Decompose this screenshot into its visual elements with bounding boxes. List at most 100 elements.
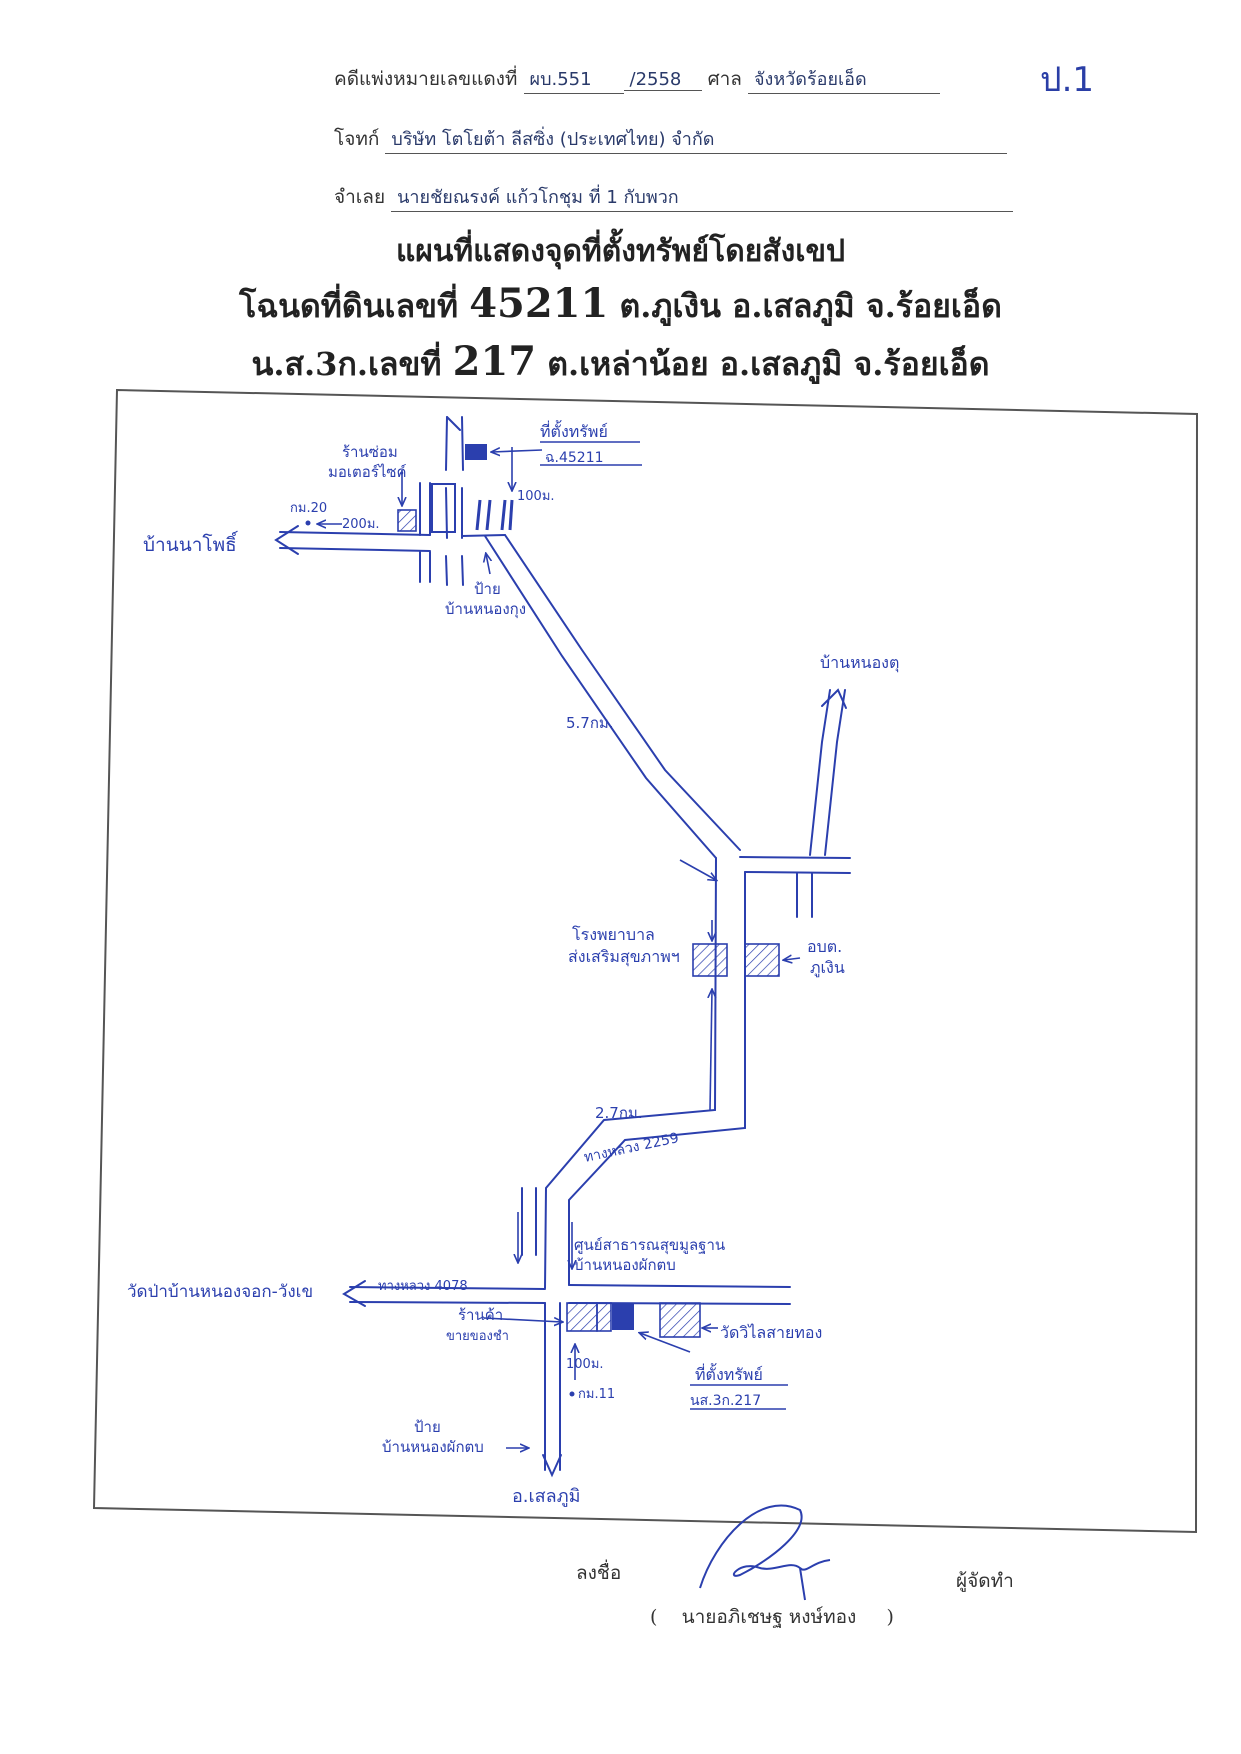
ns3k-number: 217 (452, 338, 537, 385)
ban-na-pho-label: บ้านนาโพธิ์ (143, 530, 239, 556)
hospital-label-1: โรงพยาบาล (572, 925, 655, 944)
obt-label-2: ภูเงิน (810, 958, 845, 978)
property-1-pointer (492, 450, 543, 452)
moto-shop-label-2: มอเตอร์ไซค์ (328, 463, 407, 481)
obt-marker (744, 943, 780, 977)
deed-number: 45211 (469, 280, 609, 327)
health-center-marker (596, 1302, 612, 1332)
case-year: /2558 (623, 69, 702, 91)
nong-tu-road-east (824, 689, 846, 856)
health-center-label-2: บ้านหนองผักตบ (574, 1256, 676, 1274)
sign-phak-label-2: บ้านหนองผักตบ (382, 1438, 484, 1456)
nong-tu-road-west (809, 689, 831, 856)
dist-200-label: 200ม. (342, 517, 380, 532)
dist-5-7-label: 5.7กม. (566, 714, 614, 732)
dist-100-bottom-label: 100ม. (566, 1357, 604, 1372)
wat-wilai-label: วัดวิไลสายทอง (720, 1323, 822, 1342)
na-pho-road-north (279, 531, 431, 536)
junction-road-north (739, 856, 851, 859)
nong-tu-arrow (821, 688, 847, 709)
top-road-hook (446, 416, 461, 431)
hospital-marker (692, 943, 728, 977)
lower-left-road (521, 1187, 537, 1256)
health-center-label-1: ศูนย์สาธารณสุขมูลฐาน (574, 1236, 725, 1255)
case-number-line: คดีแพ่งหมายเลขแดงที่ ผบ.551/2558 ศาล จัง… (334, 64, 940, 94)
selaphum-arrow (542, 1454, 562, 1478)
small-building (431, 483, 456, 533)
shop-label-2: ขายของชำ (446, 1329, 509, 1344)
na-pho-arrow (274, 525, 299, 555)
property-2-id: นส.3ก.217 (690, 1393, 761, 1409)
sign-kung-label-1: ป้าย (474, 580, 501, 598)
shop-pointer (483, 1318, 562, 1322)
post-marks (475, 499, 514, 531)
plaintiff-label: โจทก์ (334, 128, 380, 150)
diagonal-road-west (484, 535, 717, 859)
dist-2-7-label: 2.7กม. (595, 1104, 643, 1122)
highway-2259-east (568, 871, 746, 1286)
property-2-marker (612, 1303, 634, 1330)
close-paren: ) (886, 1606, 894, 1628)
top-road-west-edge (445, 416, 448, 586)
moto-shop-label-1: ร้านซ่อม (342, 443, 398, 461)
obt-label-1: อบต. (807, 937, 842, 956)
east-road-north (568, 1284, 791, 1288)
km-20-label: กม.20 (290, 501, 327, 516)
sign-kung-pointer (486, 554, 490, 575)
ban-nong-tu-label: บ้านหนองตุ (820, 653, 899, 673)
defendant-name: นายชัยณรงค์ แก้วโกชุม ที่ 1 กับพวก (391, 182, 1014, 212)
open-paren: ( (650, 1606, 658, 1628)
property-2-label: ที่ตั้งทรัพย์ (695, 1363, 763, 1384)
shop-label-1: ร้านค้า (458, 1306, 503, 1324)
sign-phak-label-1: ป้าย (414, 1418, 441, 1436)
junction-stub (796, 872, 813, 918)
hospital-label-2: ส่งเสริมสุขภาพฯ (568, 947, 680, 967)
defendant-label: จำเลย (334, 186, 386, 208)
plaintiff-line: โจทก์ บริษัท โตโยต้า ลีสซิ่ง (ประเทศไทย)… (334, 124, 1008, 154)
property-1-label: ที่ตั้งทรัพย์ (540, 420, 608, 441)
sign-kung-label-2: บ้านหนองกุง (445, 600, 526, 619)
selaphum-label: อ.เสลภูมิ (512, 1486, 580, 1507)
plaintiff-name: บริษัท โตโยต้า ลีสซิ่ง (ประเทศไทย) จำกัด (385, 124, 1008, 154)
map-frame (92, 388, 1199, 1534)
deed-location: ต.ภูเงิน อ.เสลภูมิ จ.ร้อยเอ็ด (619, 287, 1002, 325)
top-road-east-edge (461, 416, 464, 586)
preparer-role: ผู้จัดทำ (956, 1570, 1014, 1592)
shop-marker (566, 1302, 598, 1332)
ns3k-location: ต.เหล่าน้อย อ.เสลภูมิ จ.ร้อยเอ็ด (547, 345, 990, 383)
na-pho-road-south (279, 547, 431, 552)
diagonal-road-east (504, 534, 741, 851)
property-2-pointer (640, 1333, 691, 1353)
wat-wilai-marker (659, 1302, 701, 1338)
obt-pointer (784, 958, 801, 960)
km-11-label: กม.11 (578, 1387, 615, 1402)
ns3k-prefix: น.ส.3ก.เลขที่ (251, 345, 442, 383)
highway-4078-north (349, 1286, 546, 1290)
case-number: ผบ.551 (523, 64, 624, 94)
moto-shop-marker (397, 509, 417, 532)
defendant-line: จำเลย นายชัยณรงค์ แก้วโกชุม ที่ 1 กับพวก (334, 182, 1014, 212)
preparer-name-line: ( นายอภิเชษฐ หงษ์ทอง ) (650, 1602, 894, 1632)
corner-mark: ป.1 (1040, 60, 1095, 100)
court-name: จังหวัดร้อยเอ็ด (747, 64, 940, 94)
dist-100-top-label: 100ม. (517, 489, 555, 504)
ns3k-line: น.ส.3ก.เลขที่ 217 ต.เหล่าน้อย อ.เสลภูมิ … (0, 338, 1241, 390)
highway-2259-west (544, 857, 717, 1289)
property-1-id: ฉ.45211 (545, 450, 604, 466)
map-title: แผนที่แสดงจุดที่ตั้งทรัพย์โดยสังเขป (395, 234, 846, 269)
court-label: ศาล (707, 68, 742, 90)
title-deed-line: โฉนดที่ดินเลขที่ 45211 ต.ภูเงิน อ.เสลภูม… (0, 280, 1241, 332)
signature-scribble (699, 1504, 831, 1601)
deed-prefix: โฉนดที่ดินเลขที่ (239, 287, 459, 325)
highway-2259-label: ทางหลวง 2259 (583, 1130, 681, 1166)
road-stub-west (419, 551, 431, 583)
highway-4078-south (349, 1301, 546, 1304)
dist-5-7-pointer (679, 859, 716, 880)
wat-nong-jok-label: วัดป่าบ้านหนองจอก-วังเข (127, 1282, 313, 1302)
highway-4078-label: ทางหลวง 4078 (378, 1279, 468, 1294)
case-label: คดีแพ่งหมายเลขแดงที่ (334, 68, 518, 90)
wat-arrow (342, 1280, 366, 1307)
dist-2-7-pointer (710, 990, 712, 1111)
